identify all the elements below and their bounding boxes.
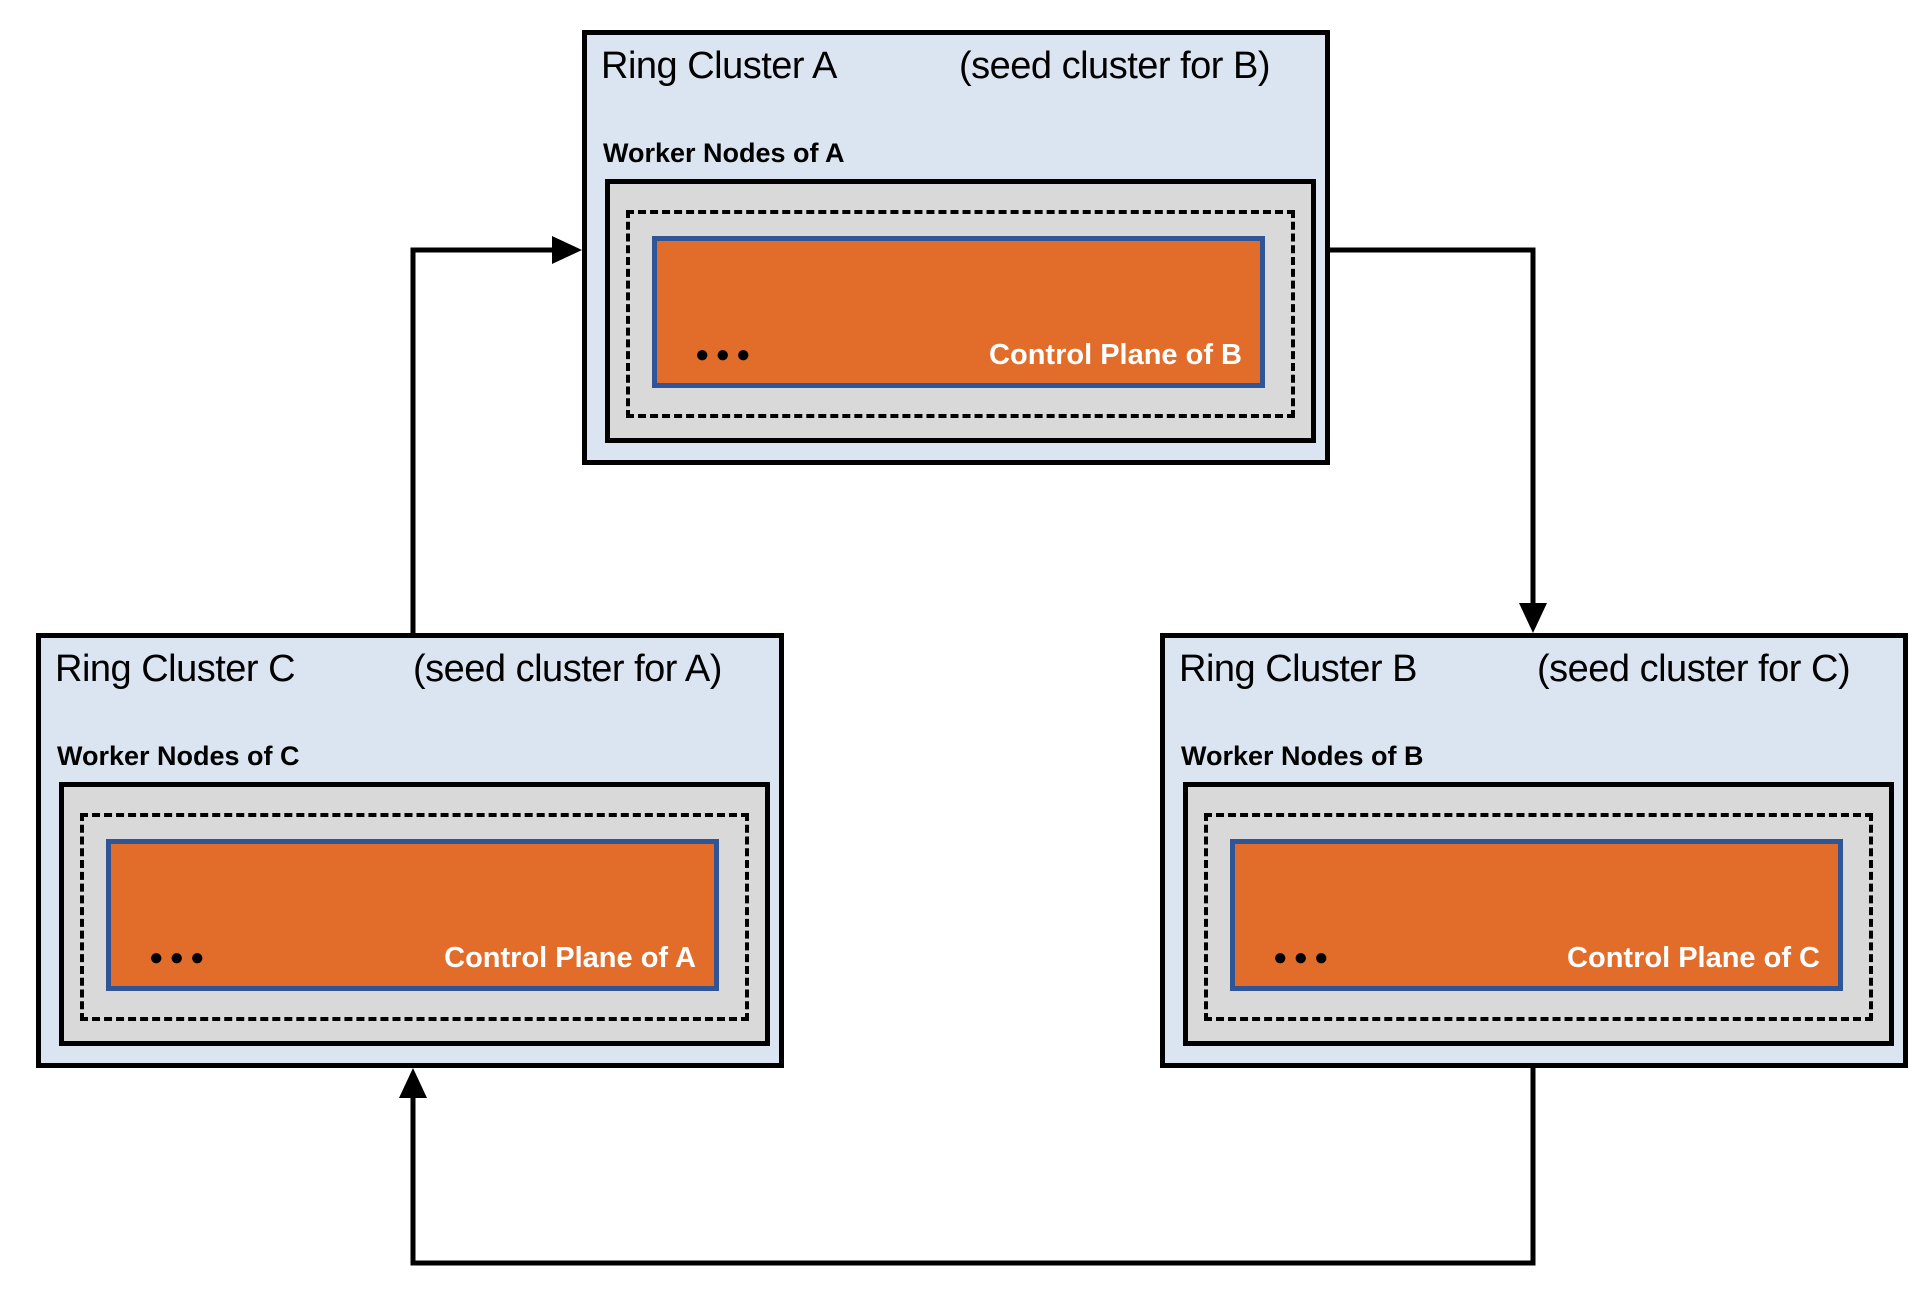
- cluster-box-c: Ring Cluster C (seed cluster for A) Work…: [36, 633, 784, 1068]
- cluster-b-control-plane-box: ●●● Control Plane of C: [1230, 839, 1843, 991]
- cluster-b-title: Ring Cluster B: [1179, 648, 1417, 690]
- cluster-b-control-plane-label: Control Plane of C: [1567, 942, 1820, 975]
- cluster-a-worker-label: Worker Nodes of A: [603, 138, 845, 168]
- cluster-b-subtitle: (seed cluster for C): [1537, 648, 1851, 690]
- cluster-c-subtitle: (seed cluster for A): [413, 648, 722, 690]
- cluster-c-control-plane-label: Control Plane of A: [444, 942, 696, 975]
- cluster-a-worker-nodes-box: ●●● Control Plane of B: [605, 179, 1316, 443]
- arrow-b-to-c: [399, 1068, 1536, 1266]
- cluster-a-control-plane-label: Control Plane of B: [989, 339, 1242, 372]
- cluster-c-title: Ring Cluster C: [55, 648, 296, 690]
- cluster-c-control-plane-box: ●●● Control Plane of A: [106, 839, 719, 991]
- cluster-c-worker-label: Worker Nodes of C: [57, 741, 300, 771]
- arrow-a-to-b: [1330, 247, 1547, 633]
- cluster-a-control-plane-box: ●●● Control Plane of B: [652, 236, 1265, 388]
- arrow-c-to-a: [410, 236, 582, 633]
- cluster-b-worker-label: Worker Nodes of B: [1181, 741, 1424, 771]
- cluster-b-worker-nodes-box: ●●● Control Plane of C: [1183, 782, 1894, 1046]
- ellipsis-dots-icon: ●●●: [695, 341, 757, 368]
- cluster-a-dashed-boundary: ●●● Control Plane of B: [626, 210, 1295, 418]
- cluster-box-b: Ring Cluster B (seed cluster for C) Work…: [1160, 633, 1908, 1068]
- cluster-b-dashed-boundary: ●●● Control Plane of C: [1204, 813, 1873, 1021]
- cluster-c-worker-nodes-box: ●●● Control Plane of A: [59, 782, 770, 1046]
- cluster-c-dashed-boundary: ●●● Control Plane of A: [80, 813, 749, 1021]
- cluster-a-subtitle: (seed cluster for B): [959, 45, 1271, 87]
- cluster-box-a: Ring Cluster A (seed cluster for B) Work…: [582, 30, 1330, 465]
- cluster-a-title: Ring Cluster A: [601, 45, 837, 87]
- ellipsis-dots-icon: ●●●: [149, 944, 211, 971]
- ellipsis-dots-icon: ●●●: [1273, 944, 1335, 971]
